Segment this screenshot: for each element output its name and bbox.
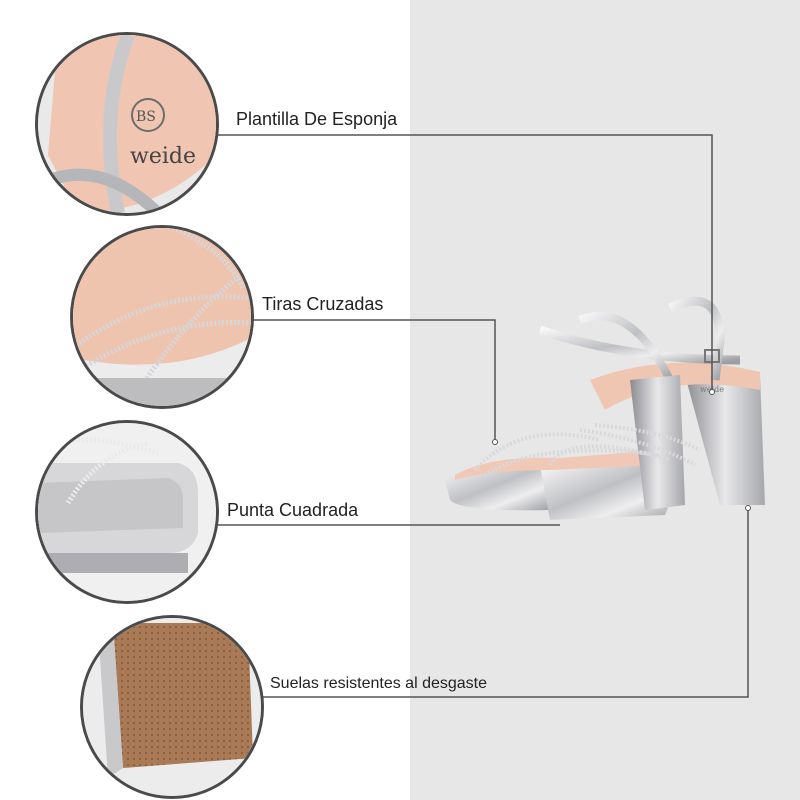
feature-label-straps: Tiras Cruzadas (262, 294, 384, 314)
brand-logo-text: weide (130, 144, 196, 169)
svg-text:BS: BS (136, 109, 156, 125)
feature-label-insole: Plantilla De Esponja (236, 109, 398, 129)
feature-label-sole: Suelas resistentes al desgaste (270, 675, 488, 692)
feature-label-toe: Punta Cuadrada (227, 500, 359, 520)
square-toe-detail-photo (35, 420, 219, 604)
insole-detail-photo: BS weide (35, 32, 219, 216)
sole-texture-detail-photo (80, 615, 264, 799)
sandal-product-image: weide (445, 296, 765, 520)
crossed-straps-detail-photo (70, 225, 254, 409)
